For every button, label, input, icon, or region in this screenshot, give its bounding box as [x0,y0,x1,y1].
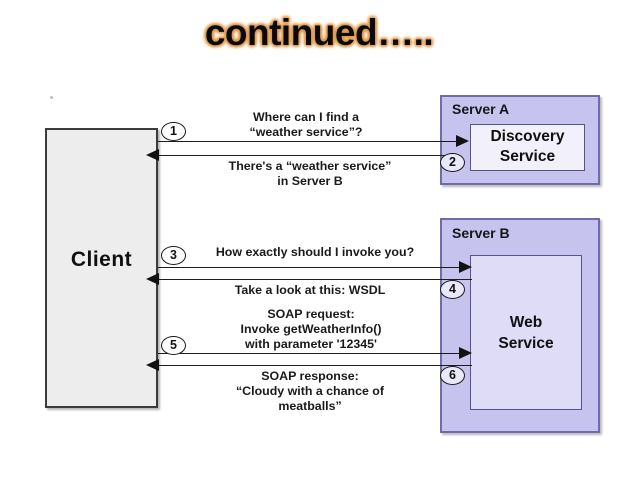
step-2-arrow-head-left-icon [146,149,159,161]
step-4-message-wsdl: WSDL [348,283,386,297]
step-4-arrow-head-left-icon [146,273,159,285]
step-6-message-line-3: meatballs” [278,399,342,413]
step-1-message-line-2: “weather service”? [249,125,363,139]
step-1-arrow-head-right-icon [456,135,469,147]
step-1-arrow-line [158,141,458,142]
step-2-message: There's a “weather service” in Server B [196,159,424,189]
step-3-message: How exactly should I invoke you? [190,245,440,260]
step-6-arrow-line [158,365,472,366]
web-service-box [470,255,582,410]
step-6-message: SOAP response: “Cloudy with a chance of … [196,369,424,414]
web-service-label: Web Service [470,312,582,354]
step-5-message: SOAP request: Invoke getWeatherInfo() wi… [196,307,426,352]
step-1-message: Where can I find a “weather service”? [196,110,416,140]
web-service-line-2: Service [498,335,554,352]
step-4-message-line-1: Take a look at this: [234,283,349,297]
step-3-arrow-line [158,267,470,268]
discovery-service-box [470,124,585,171]
discovery-service-label: Discovery Service [470,127,585,167]
step-2-message-line-2: in Server B [277,174,343,188]
step-5-message-line-1: SOAP request: [267,307,355,321]
step-3-arrow-head-right-icon [459,261,472,273]
step-badge-1: 1 [161,122,186,141]
step-5-message-line-2: Invoke getWeatherInfo() [240,322,382,336]
web-service-line-1: Web [509,314,543,331]
step-badge-2: 2 [440,153,465,172]
step-5-message-line-3: with parameter '12345' [245,337,377,351]
step-5-arrow-head-right-icon [459,347,472,359]
step-5-arrow-line [158,353,470,354]
client-box [45,128,158,408]
step-4-arrow-line [158,279,472,280]
step-badge-4: 4 [440,280,465,299]
step-2-arrow-line [158,155,460,156]
step-6-message-line-1: SOAP response: [261,369,359,383]
step-3-message-line-1: How exactly should I invoke you? [215,245,415,259]
step-badge-5: 5 [161,336,186,355]
step-6-message-line-2: “Cloudy with a chance of [235,384,385,398]
step-badge-6: 6 [440,366,465,385]
step-4-message: Take a look at this: WSDL [196,283,424,298]
client-label: Client [70,248,133,271]
step-6-arrow-head-left-icon [146,359,159,371]
step-badge-3: 3 [161,246,186,265]
step-1-message-line-1: Where can I find a [252,110,360,124]
step-2-message-line-1: There's a “weather service” [228,159,392,173]
server-b-label: Server B [452,225,510,241]
scan-artifact-dot [50,96,53,99]
discovery-service-line-1: Discovery [490,128,565,145]
page-title: continued….. [204,12,434,53]
server-a-label: Server A [452,101,510,117]
discovery-service-line-2: Service [499,148,556,165]
